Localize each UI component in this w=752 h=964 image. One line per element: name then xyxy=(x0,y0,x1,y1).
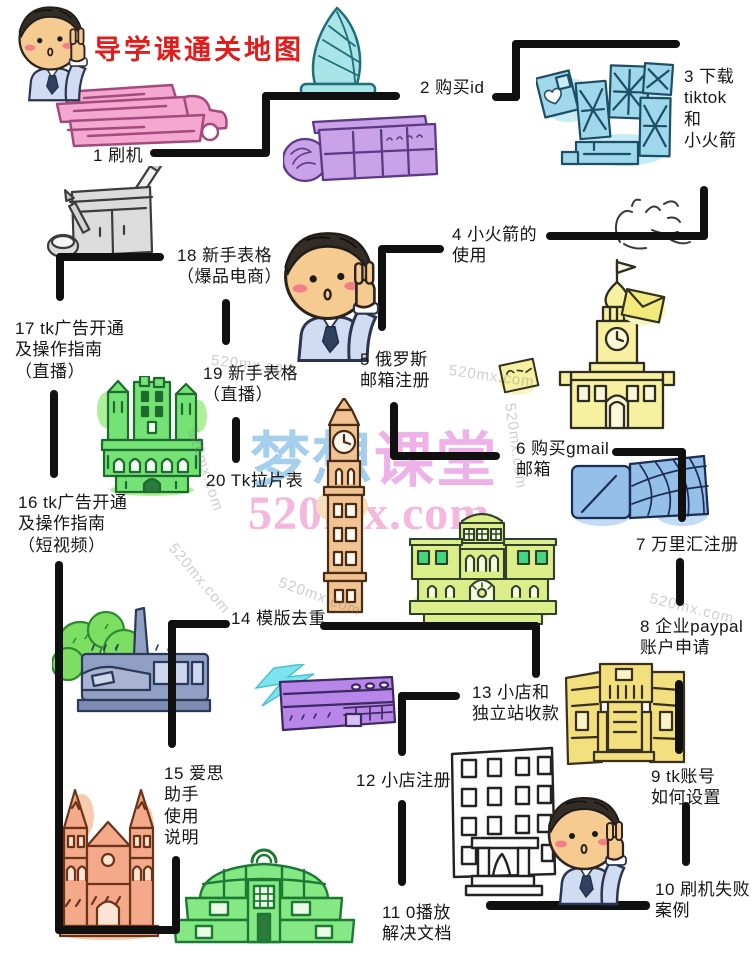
step-label-15: 15 爱思 助手 使用 说明 xyxy=(164,764,225,847)
connector-line xyxy=(532,622,540,678)
connector-line xyxy=(512,40,520,101)
bird-sketch-illustration xyxy=(614,198,691,250)
step-label-13: 13 小店和 独立站收款 xyxy=(472,683,560,724)
step-label-19: 19 新手表格 （直播） xyxy=(203,364,299,405)
connector-line xyxy=(546,232,708,240)
connector-line xyxy=(50,390,58,478)
connector-line xyxy=(678,448,686,522)
step-label-9: 9 tk账号 如何设置 xyxy=(651,767,721,808)
mascot-character xyxy=(284,231,380,363)
connector-line xyxy=(676,558,684,606)
step-label-16: 16 tk广告开通 及操作指南 （短视频） xyxy=(18,493,128,555)
factory-train-trees-illustration xyxy=(52,606,212,713)
step-label-20: 20 Tk拉片表 xyxy=(206,471,304,490)
connector-line xyxy=(232,417,240,463)
connector-line xyxy=(378,245,386,331)
mascot-character xyxy=(547,796,628,906)
step-label-7: 7 万里汇注册 xyxy=(636,535,739,554)
step-label-18: 18 新手表格 （爆品电商） xyxy=(177,246,282,287)
green-dome-hall-illustration xyxy=(172,848,356,944)
gray-desk-copier-illustration xyxy=(46,166,163,259)
mascot-character xyxy=(18,6,89,102)
step-label-14: 14 模版去重 xyxy=(231,609,327,628)
connector-line xyxy=(55,926,180,934)
step-label-4: 4 小火箭的 使用 xyxy=(452,225,538,266)
connector-line xyxy=(222,299,230,345)
connector-line xyxy=(168,620,230,628)
purple-store-illustration xyxy=(254,664,397,732)
connector-line xyxy=(262,92,270,157)
step-label-11: 11 0播放 解决文档 xyxy=(382,903,452,944)
yellow-post-church-illustration xyxy=(558,258,676,430)
blue-cards-cluster-illustration xyxy=(536,61,675,166)
connector-line xyxy=(398,692,460,700)
connector-line xyxy=(675,680,683,754)
connector-line xyxy=(55,561,63,934)
connector-line xyxy=(512,40,680,48)
connector-line xyxy=(56,253,164,261)
pink-flash-machine-illustration xyxy=(55,83,228,148)
step-label-5: 5 俄罗斯 邮箱注册 xyxy=(360,350,430,391)
connector-line xyxy=(262,92,400,100)
orange-clock-tower-illustration xyxy=(316,398,368,614)
connector-line xyxy=(390,402,398,460)
connector-line xyxy=(150,149,268,157)
connector-line xyxy=(320,622,540,630)
connector-line xyxy=(398,692,406,756)
yellow-gate-building-illustration xyxy=(564,662,686,766)
step-label-10: 10 刷机失败 案例 xyxy=(655,880,751,921)
connector-line xyxy=(168,620,176,748)
connector-line xyxy=(492,93,520,101)
connector-line xyxy=(612,448,686,456)
watermark-site: 520mx.com xyxy=(248,487,491,540)
connector-line xyxy=(682,802,690,866)
envelope-icon xyxy=(498,357,540,395)
connector-line xyxy=(56,253,64,301)
step-label-8: 8 企业paypal 账户申请 xyxy=(640,617,744,658)
connector-line xyxy=(390,452,500,460)
step-label-2: 2 购买id xyxy=(420,78,485,97)
envelope-icon xyxy=(620,288,666,325)
white-office-building-illustration xyxy=(450,746,557,897)
connector-line xyxy=(486,901,650,910)
connector-line xyxy=(398,800,406,886)
step-label-17: 17 tk广告开通 及操作指南 （直播） xyxy=(15,319,125,381)
connector-line xyxy=(172,856,180,934)
green-palace-illustration xyxy=(408,512,558,626)
step-label-6: 6 购买gmail 邮箱 xyxy=(516,439,610,480)
green-castle-illustration xyxy=(97,376,207,496)
page-title: 导学课通关地图 xyxy=(94,35,304,65)
salmon-cathedral-illustration xyxy=(58,788,160,940)
step-label-12: 12 小店注册 xyxy=(356,771,452,790)
cyan-sail-building-illustration xyxy=(299,6,377,98)
purple-fort-building-illustration xyxy=(283,114,439,183)
step-label-3: 3 下载 tiktok 和 小火箭 xyxy=(684,67,737,150)
connector-line xyxy=(700,186,708,240)
step-label-1: 1 刷机 xyxy=(93,146,144,165)
connector-line xyxy=(380,245,444,253)
